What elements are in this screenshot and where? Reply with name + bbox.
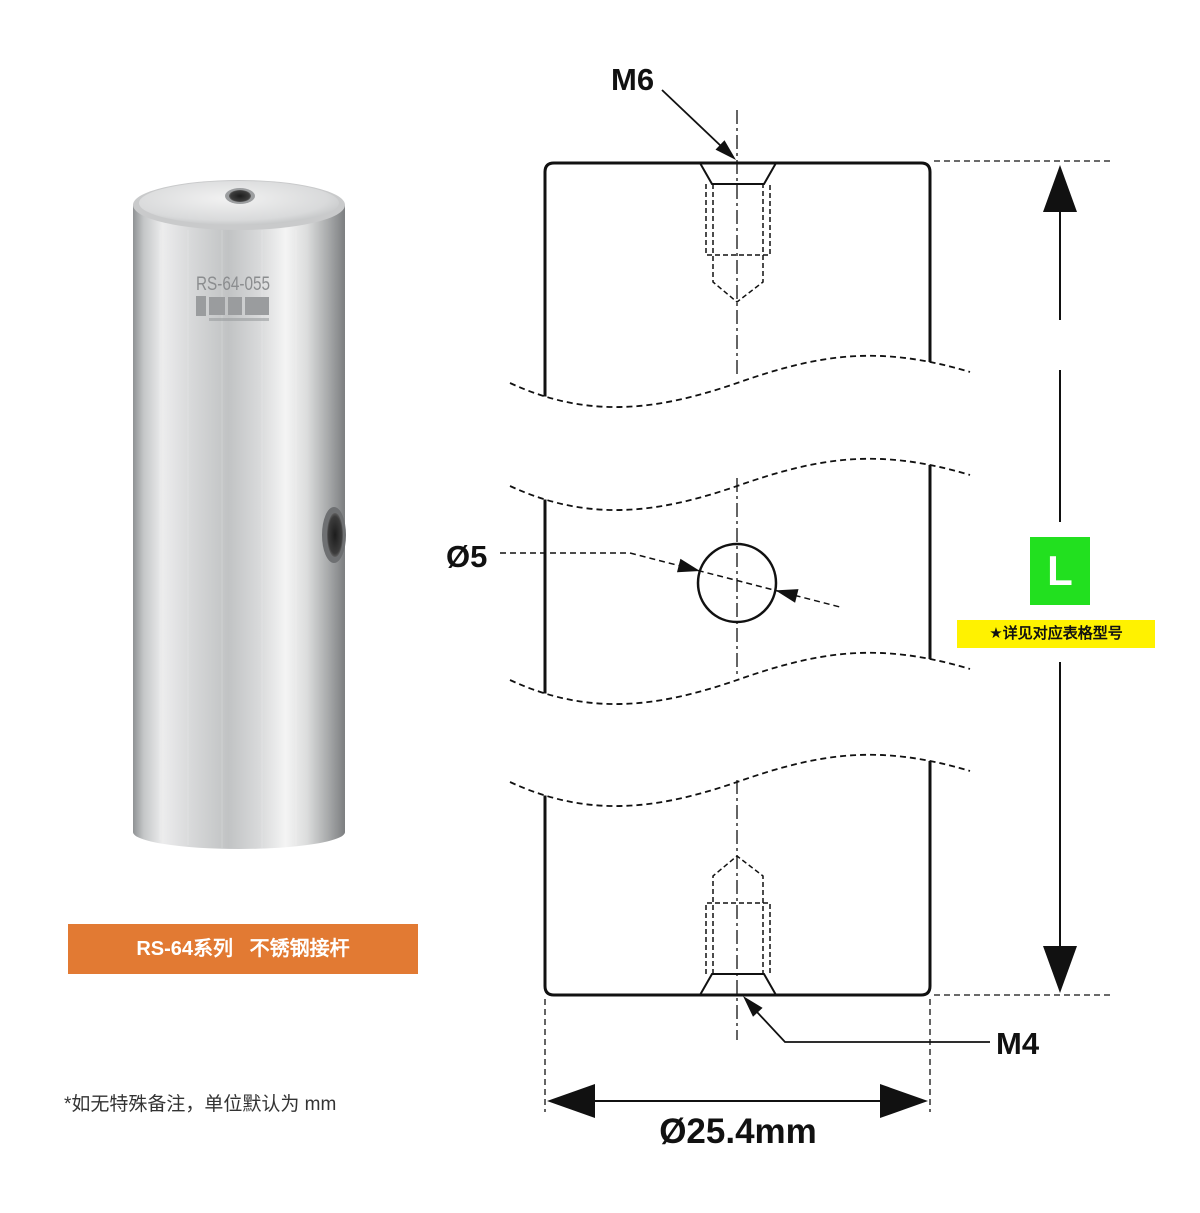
cross-hole-arrow-left-icon: [677, 558, 700, 573]
bottom-drill-inner: [712, 855, 764, 974]
break-line-4: [509, 753, 971, 807]
rod-body: [133, 205, 345, 849]
top-thread-outer: [705, 184, 771, 256]
break-lines: [509, 354, 971, 807]
length-arrow-top-icon: [1043, 165, 1077, 212]
top-thread-label: M6: [611, 62, 654, 97]
cross-hole-arrow-right-icon: [775, 589, 799, 603]
series-label: RS-64系列 不锈钢接杆: [68, 924, 418, 974]
bottom-thread-label: M4: [996, 1026, 1040, 1061]
m6-leader-line: [661, 89, 723, 148]
cross-hole-circle: [696, 542, 778, 624]
m4-arrow-icon: [743, 996, 763, 1017]
bottom-thread-outer: [705, 902, 771, 974]
break-line-2: [509, 457, 971, 511]
cross-hole-label: Ø5: [446, 539, 487, 574]
bottom-countersink: [699, 973, 777, 996]
top-m6-thread-hole: [699, 162, 777, 303]
break-line-1: [509, 354, 971, 408]
rod-engraving: RS-64-055: [196, 274, 270, 295]
brand-logo-mark: [196, 296, 269, 321]
brushed-texture: [159, 230, 297, 848]
length-badge: L: [1030, 537, 1090, 605]
diameter-label: Ø25.4mm: [659, 1112, 817, 1151]
m6-arrow-icon: [715, 140, 736, 160]
diameter-extension-lines: [544, 999, 931, 1112]
outline-bottom-section: [543, 761, 932, 997]
length-note: ★详见对应表格型号: [957, 620, 1155, 648]
top-countersink: [699, 162, 777, 185]
top-drill-inner: [712, 184, 764, 303]
m4-leader-line: [756, 1011, 990, 1043]
break-line-3: [509, 651, 971, 705]
bottom-m4-thread-hole: [699, 855, 777, 996]
unit-note: *如无特殊备注，单位默认为 mm: [64, 1094, 337, 1115]
cross-hole-leader: [500, 552, 841, 608]
diameter-arrow-left-icon: [547, 1084, 595, 1118]
side-cross-hole-icon: [327, 513, 343, 557]
top-thread-hole-icon: [229, 190, 251, 202]
diameter-arrow-right-icon: [880, 1084, 928, 1118]
length-arrow-bottom-icon: [1043, 946, 1077, 993]
